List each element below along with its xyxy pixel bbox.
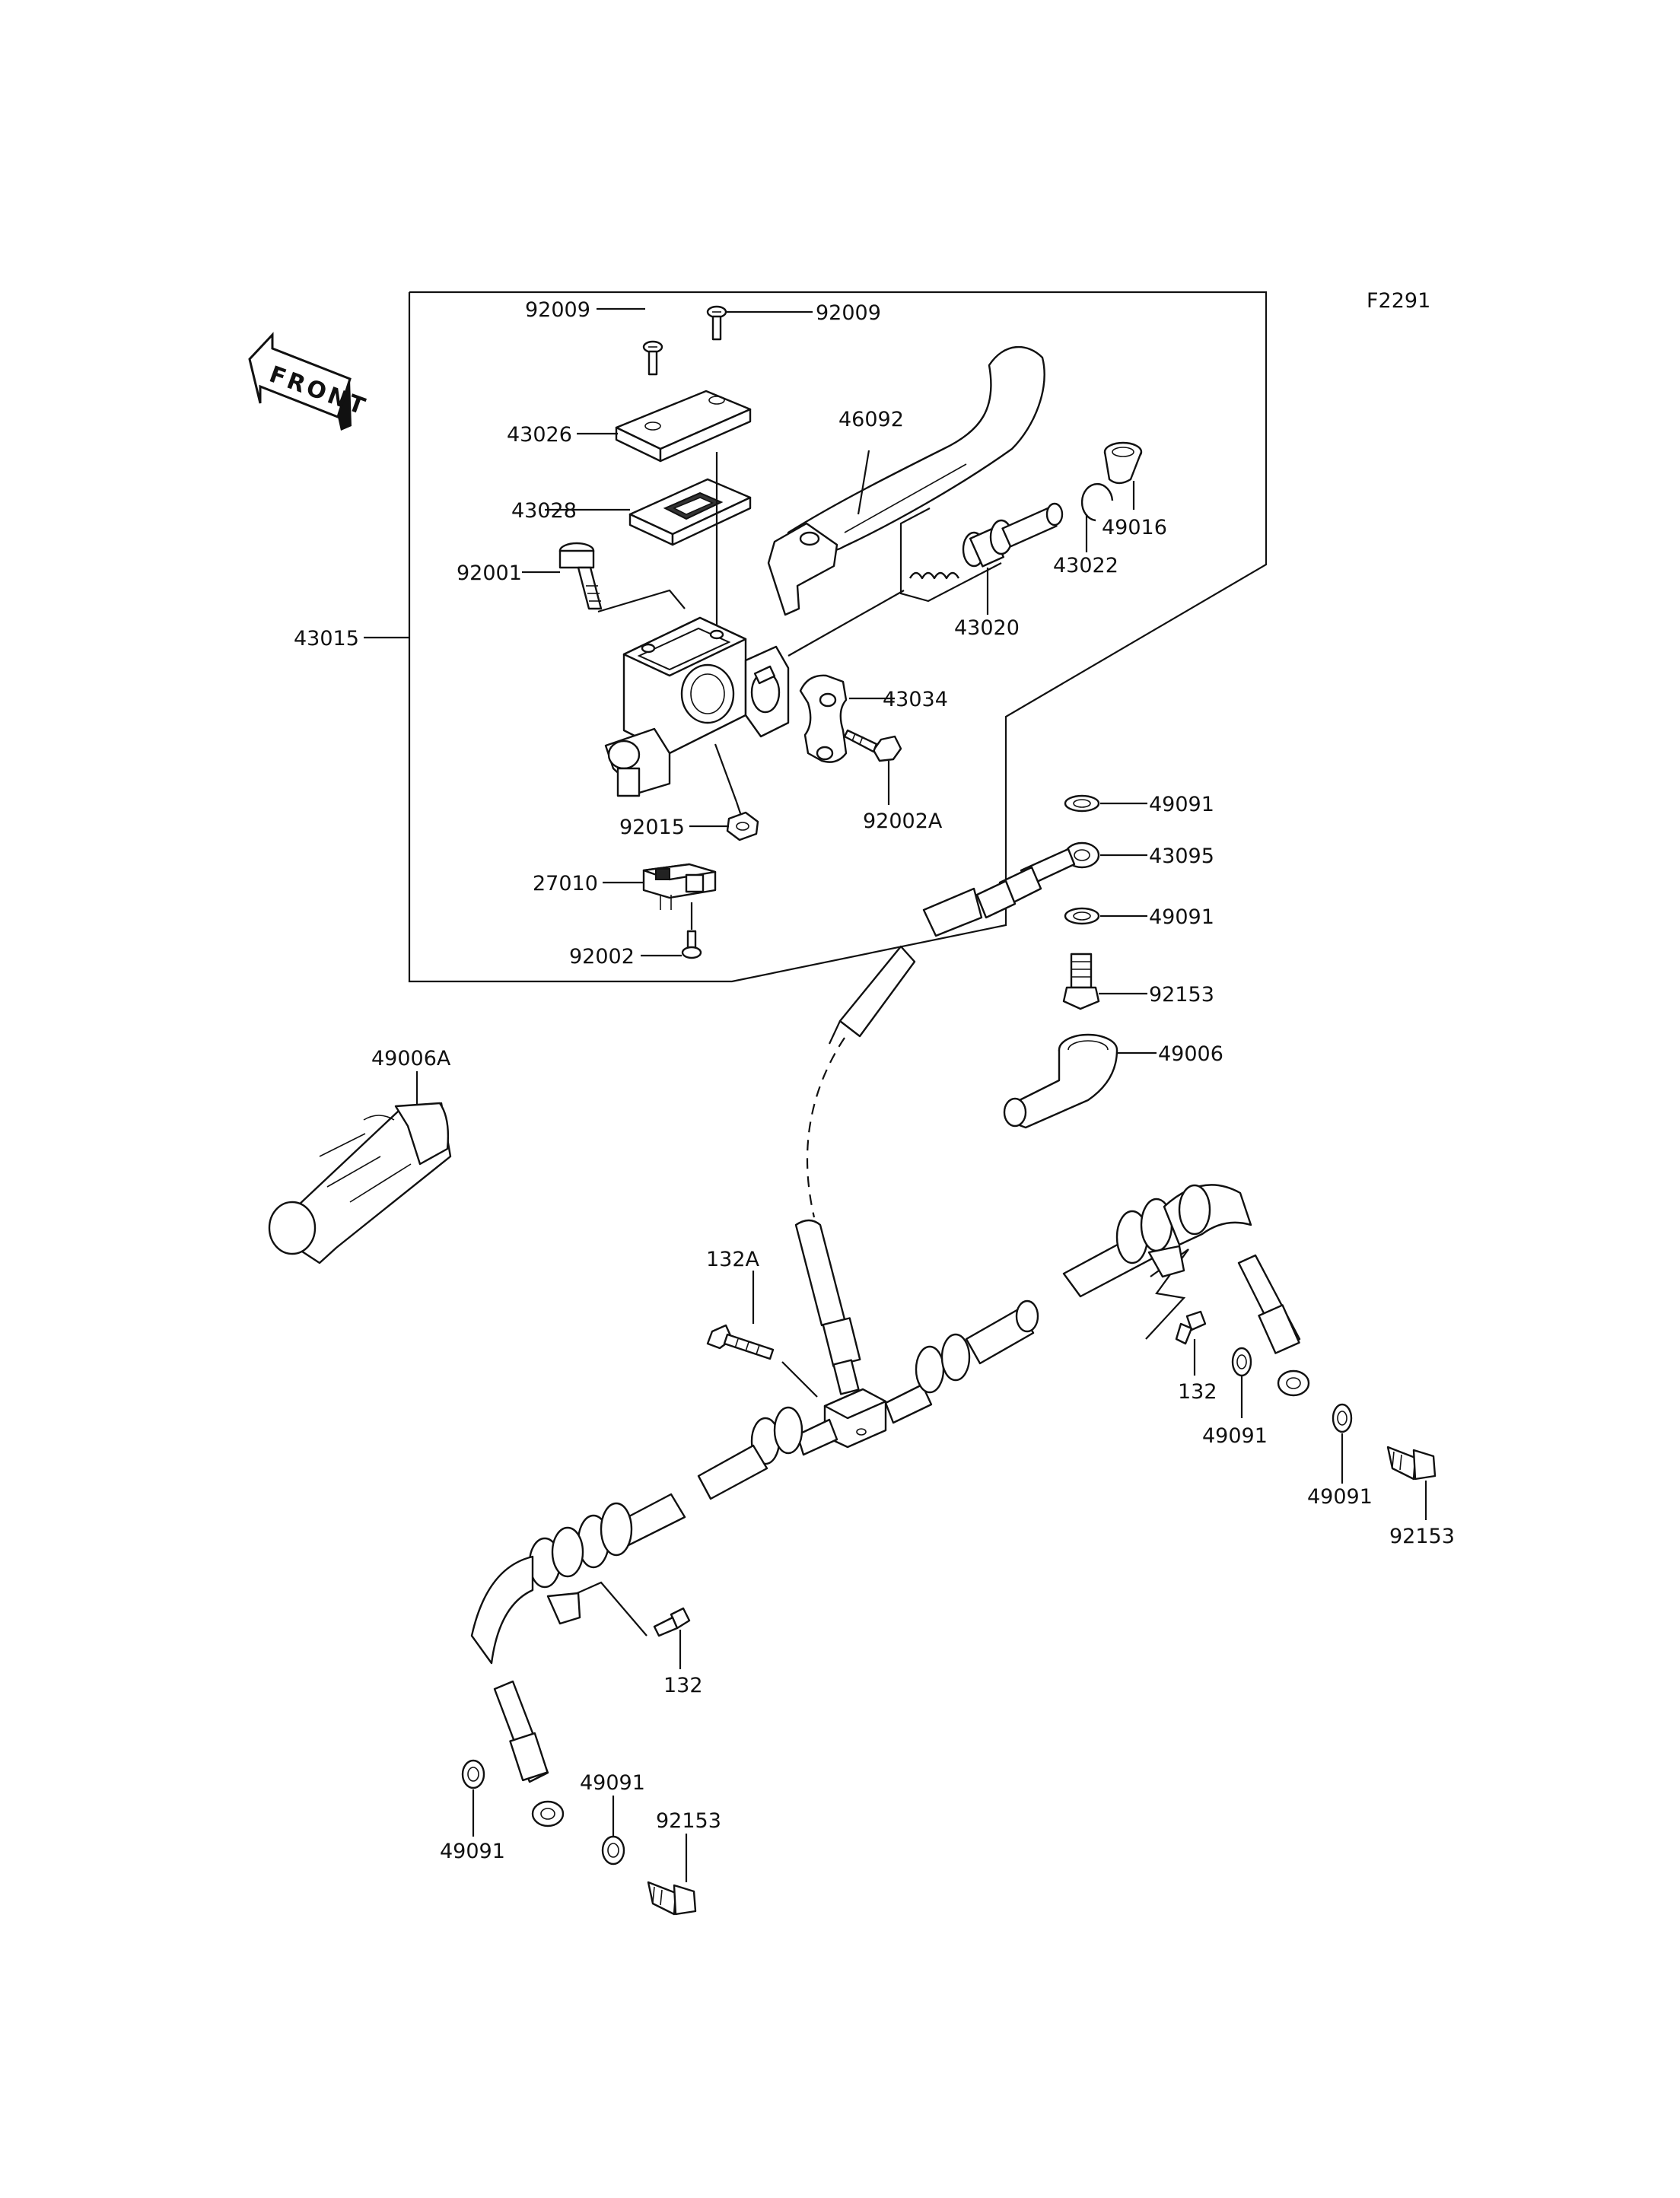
upper-brake-hose [838, 945, 916, 1038]
screw-92009-left [642, 340, 663, 376]
washer-49091-lower [1064, 907, 1100, 925]
callout-49006a: 49006A [371, 1047, 451, 1070]
callout-43026: 43026 [507, 423, 572, 447]
banjo-fitting-43095 [922, 841, 1100, 937]
bolt-132-left [653, 1607, 691, 1637]
callout-49091-left-b: 49091 [580, 1771, 645, 1795]
banjo-boot-49006a [268, 1102, 452, 1264]
callout-43022: 43022 [1053, 554, 1118, 577]
hose-to-master [794, 1219, 861, 1395]
reservoir-cap [615, 390, 752, 463]
bolt-132-right [1175, 1310, 1207, 1345]
callout-49016: 49016 [1102, 516, 1167, 539]
banjo-bolt-92153-upper [1062, 953, 1100, 1010]
callout-92009-left: 92009 [525, 298, 590, 322]
washer-49091-upper [1064, 794, 1100, 813]
washer-49091-right-a [1231, 1347, 1252, 1377]
callout-132-left: 132 [663, 1674, 703, 1697]
switch-screw [681, 930, 702, 959]
callout-43020: 43020 [954, 616, 1020, 640]
dust-boot [1103, 441, 1143, 485]
callout-43095: 43095 [1149, 845, 1214, 868]
handlebar-clamp [799, 674, 848, 763]
assembly-boundary [408, 291, 1268, 983]
nut-92015 [726, 811, 759, 841]
callout-92153-right: 92153 [1389, 1525, 1455, 1548]
clamp-bolt [843, 729, 902, 762]
washer-49091-left-b [601, 1835, 625, 1866]
brake-lever [767, 346, 1045, 616]
diaphragm [628, 478, 752, 546]
callout-49091-right-b: 49091 [1307, 1485, 1373, 1509]
assembly-label: 43015 [294, 627, 359, 650]
callout-132-right: 132 [1178, 1380, 1217, 1404]
callout-92153-upper: 92153 [1149, 983, 1214, 1007]
callout-46092: 46092 [838, 408, 904, 431]
pivot-bolt [558, 542, 603, 610]
piston-kit [899, 502, 1064, 603]
callout-49006: 49006 [1158, 1042, 1223, 1066]
hose-right [884, 1184, 1310, 1424]
callout-49091-upper: 49091 [1149, 793, 1214, 816]
master-cylinder-body [604, 616, 790, 797]
callout-92002: 92002 [569, 945, 635, 969]
banjo-boot-49006 [1003, 1033, 1118, 1129]
screw-92009-right [706, 305, 727, 341]
callout-92153-left: 92153 [656, 1809, 721, 1833]
washer-49091-right-b [1332, 1403, 1353, 1433]
callout-43034: 43034 [883, 688, 948, 711]
callout-49091-right-a: 49091 [1202, 1424, 1268, 1448]
brake-light-switch [642, 863, 717, 910]
front-arrow-icon: FRONT [248, 332, 371, 431]
figure-code: F2291 [1367, 289, 1430, 313]
callout-92001: 92001 [457, 561, 522, 585]
hose-left [470, 1406, 838, 1827]
banjo-bolt-92153-right [1386, 1446, 1437, 1481]
callout-92009-right: 92009 [816, 301, 881, 325]
banjo-bolt-92153-left [647, 1881, 697, 1916]
callout-49091-lower: 49091 [1149, 905, 1214, 929]
callout-27010: 27010 [533, 872, 598, 895]
bolt-132a [706, 1324, 775, 1360]
callout-49091-left-a: 49091 [440, 1840, 505, 1863]
callout-132a: 132A [706, 1248, 760, 1271]
callout-43028: 43028 [511, 499, 577, 523]
callout-92002a: 92002A [863, 810, 943, 833]
callout-92015: 92015 [619, 816, 685, 839]
washer-49091-left-a [461, 1759, 485, 1789]
